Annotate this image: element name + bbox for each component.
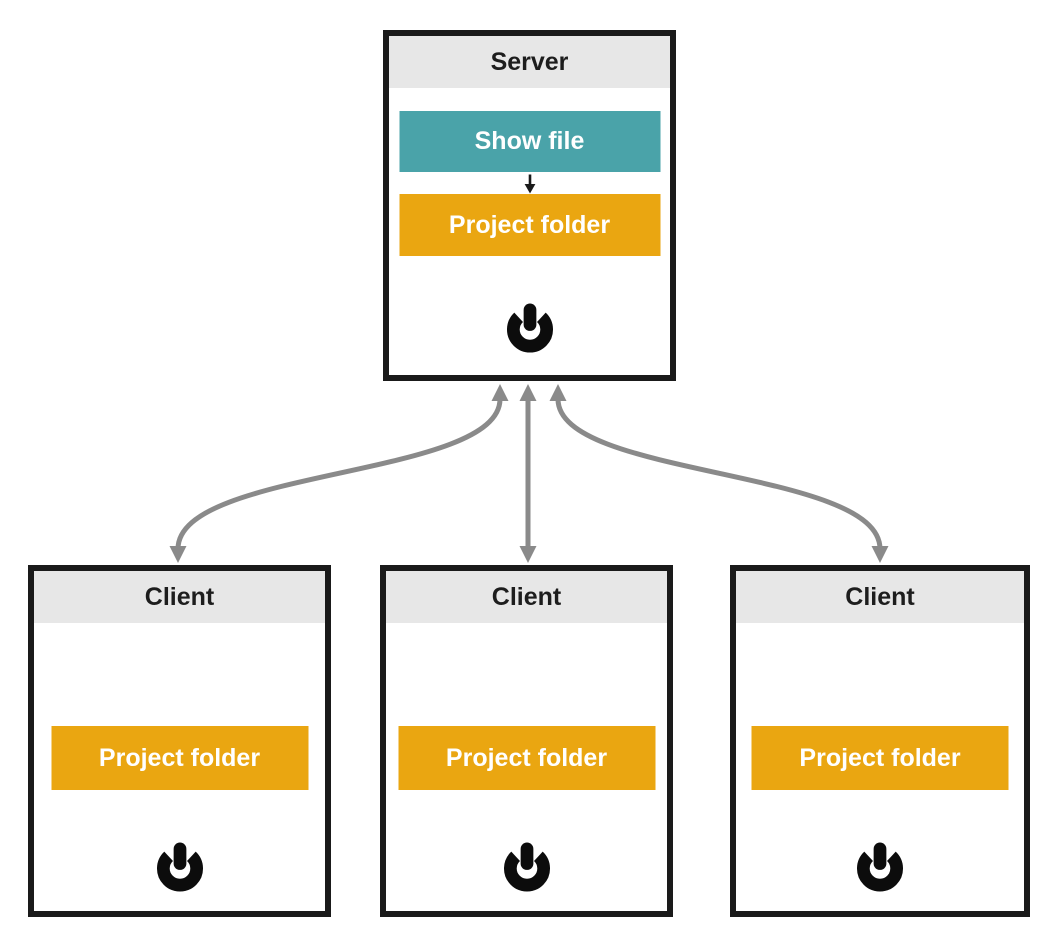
client-header: Client — [736, 571, 1024, 623]
power-icon — [156, 842, 203, 892]
client-box-2: Client Project folder — [380, 565, 673, 917]
arrowhead-down-icon — [871, 546, 889, 563]
arrowhead-up-icon — [519, 384, 537, 401]
arrowhead-down-icon — [519, 546, 537, 563]
power-icon — [506, 303, 553, 353]
arrow-server-client-right — [549, 384, 889, 563]
client-title: Client — [491, 583, 562, 611]
arrowhead-down-icon — [169, 546, 187, 563]
client-project-folder-button: Project folder — [51, 726, 308, 790]
arrowhead-up-icon — [491, 384, 509, 401]
arrow-server-client-left — [169, 384, 509, 563]
arrowhead-up-icon — [549, 384, 567, 401]
down-arrow-icon — [524, 174, 535, 194]
show-file-button: Show file — [399, 111, 660, 172]
arrow-server-client-middle — [519, 384, 537, 563]
power-icon — [857, 842, 903, 892]
server-header: Server — [389, 36, 670, 88]
client-title: Client — [144, 583, 215, 611]
server-project-folder-button: Project folder — [399, 194, 660, 256]
server-title: Server — [490, 48, 569, 76]
client-header: Client — [34, 571, 325, 623]
client-box-1: Client Project folder — [28, 565, 331, 917]
client-box-3: Client Project folder — [730, 565, 1030, 917]
client-title: Client — [845, 583, 915, 611]
power-icon — [503, 842, 550, 892]
client-project-folder-button: Project folder — [751, 726, 1009, 790]
client-project-folder-button: Project folder — [398, 726, 655, 790]
client-header: Client — [386, 571, 667, 623]
server-box: Server Show file Project folder — [383, 30, 676, 381]
